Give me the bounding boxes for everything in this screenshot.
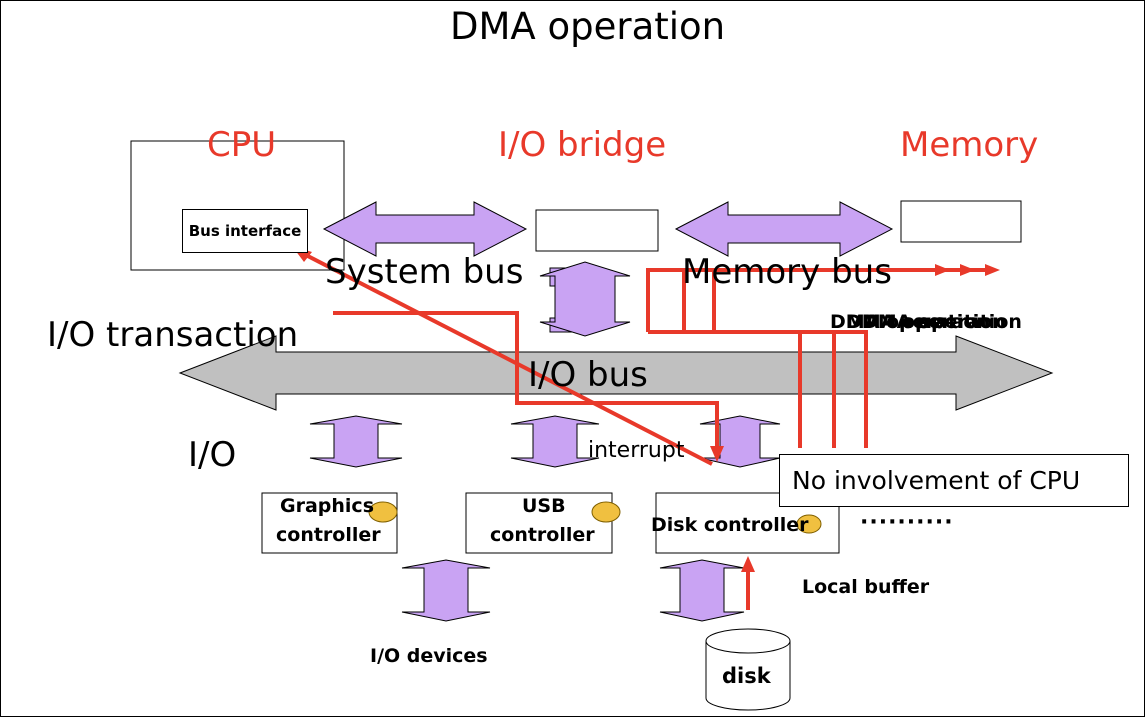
device-vertical-arrow-1: [401, 559, 491, 622]
arrowhead-local-buffer: [741, 556, 755, 572]
graphics-controller-line2: controller: [276, 524, 381, 546]
io-devices-label: I/O devices: [370, 645, 488, 667]
dma-label-2: DMA operation: [846, 311, 1006, 333]
io-bridge-label: I/O bridge: [498, 125, 667, 165]
dma-label-1: DMA operation: [830, 311, 990, 333]
system-bus-label: System bus: [325, 252, 524, 292]
io-vertical-arrow-2: [510, 415, 600, 468]
disk-controller-label: Disk controller: [651, 514, 809, 536]
disk-status-dot: [796, 514, 822, 534]
memory-label: Memory: [900, 125, 1039, 165]
device-vertical-arrow-2: [659, 559, 745, 622]
bus-interface-label: Bus interface: [188, 222, 302, 240]
no-involvement-label: No involvement of CPU: [792, 466, 1081, 495]
ellipsis-dots: ··········: [860, 510, 954, 535]
disk-cylinder: [705, 628, 791, 711]
io-label: I/O: [188, 435, 237, 475]
usb-status-dot: [591, 501, 621, 523]
graphics-controller-box: [261, 492, 398, 554]
arrowhead-memory-3: [985, 264, 1000, 276]
memory-box: [900, 200, 1022, 243]
io-bridge-box: [535, 209, 659, 252]
usb-controller-line2: controller: [490, 524, 595, 546]
cpu-label: CPU: [207, 125, 277, 165]
graphics-status-dot: [368, 501, 398, 523]
red-flow-paths: [299, 250, 940, 610]
memory-bus-label: Memory bus: [682, 252, 892, 292]
graphics-controller-line1: Graphics: [280, 495, 374, 517]
io-vertical-arrow-3: [699, 415, 781, 468]
arrowhead-disk-controller: [710, 446, 724, 462]
usb-controller-box: [465, 492, 613, 554]
bus-interface-box: Bus interface: [182, 209, 308, 253]
no-involvement-box: No involvement of CPU: [779, 454, 1129, 507]
slide-title: DMA operation: [450, 5, 726, 48]
interrupt-label: interrupt: [588, 438, 685, 463]
dma-label-3: DMA operation: [862, 311, 1022, 333]
io-transaction-label: I/O transaction: [47, 315, 299, 355]
io-bus-label: I/O bus: [528, 355, 648, 395]
io-vertical-arrow-1: [309, 415, 403, 468]
disk-label: disk: [722, 664, 771, 688]
memory-bus-arrow: [674, 201, 894, 257]
usb-controller-line1: USB: [522, 495, 566, 517]
system-bus-arrow: [322, 201, 528, 257]
local-buffer-label: Local buffer: [802, 576, 930, 598]
